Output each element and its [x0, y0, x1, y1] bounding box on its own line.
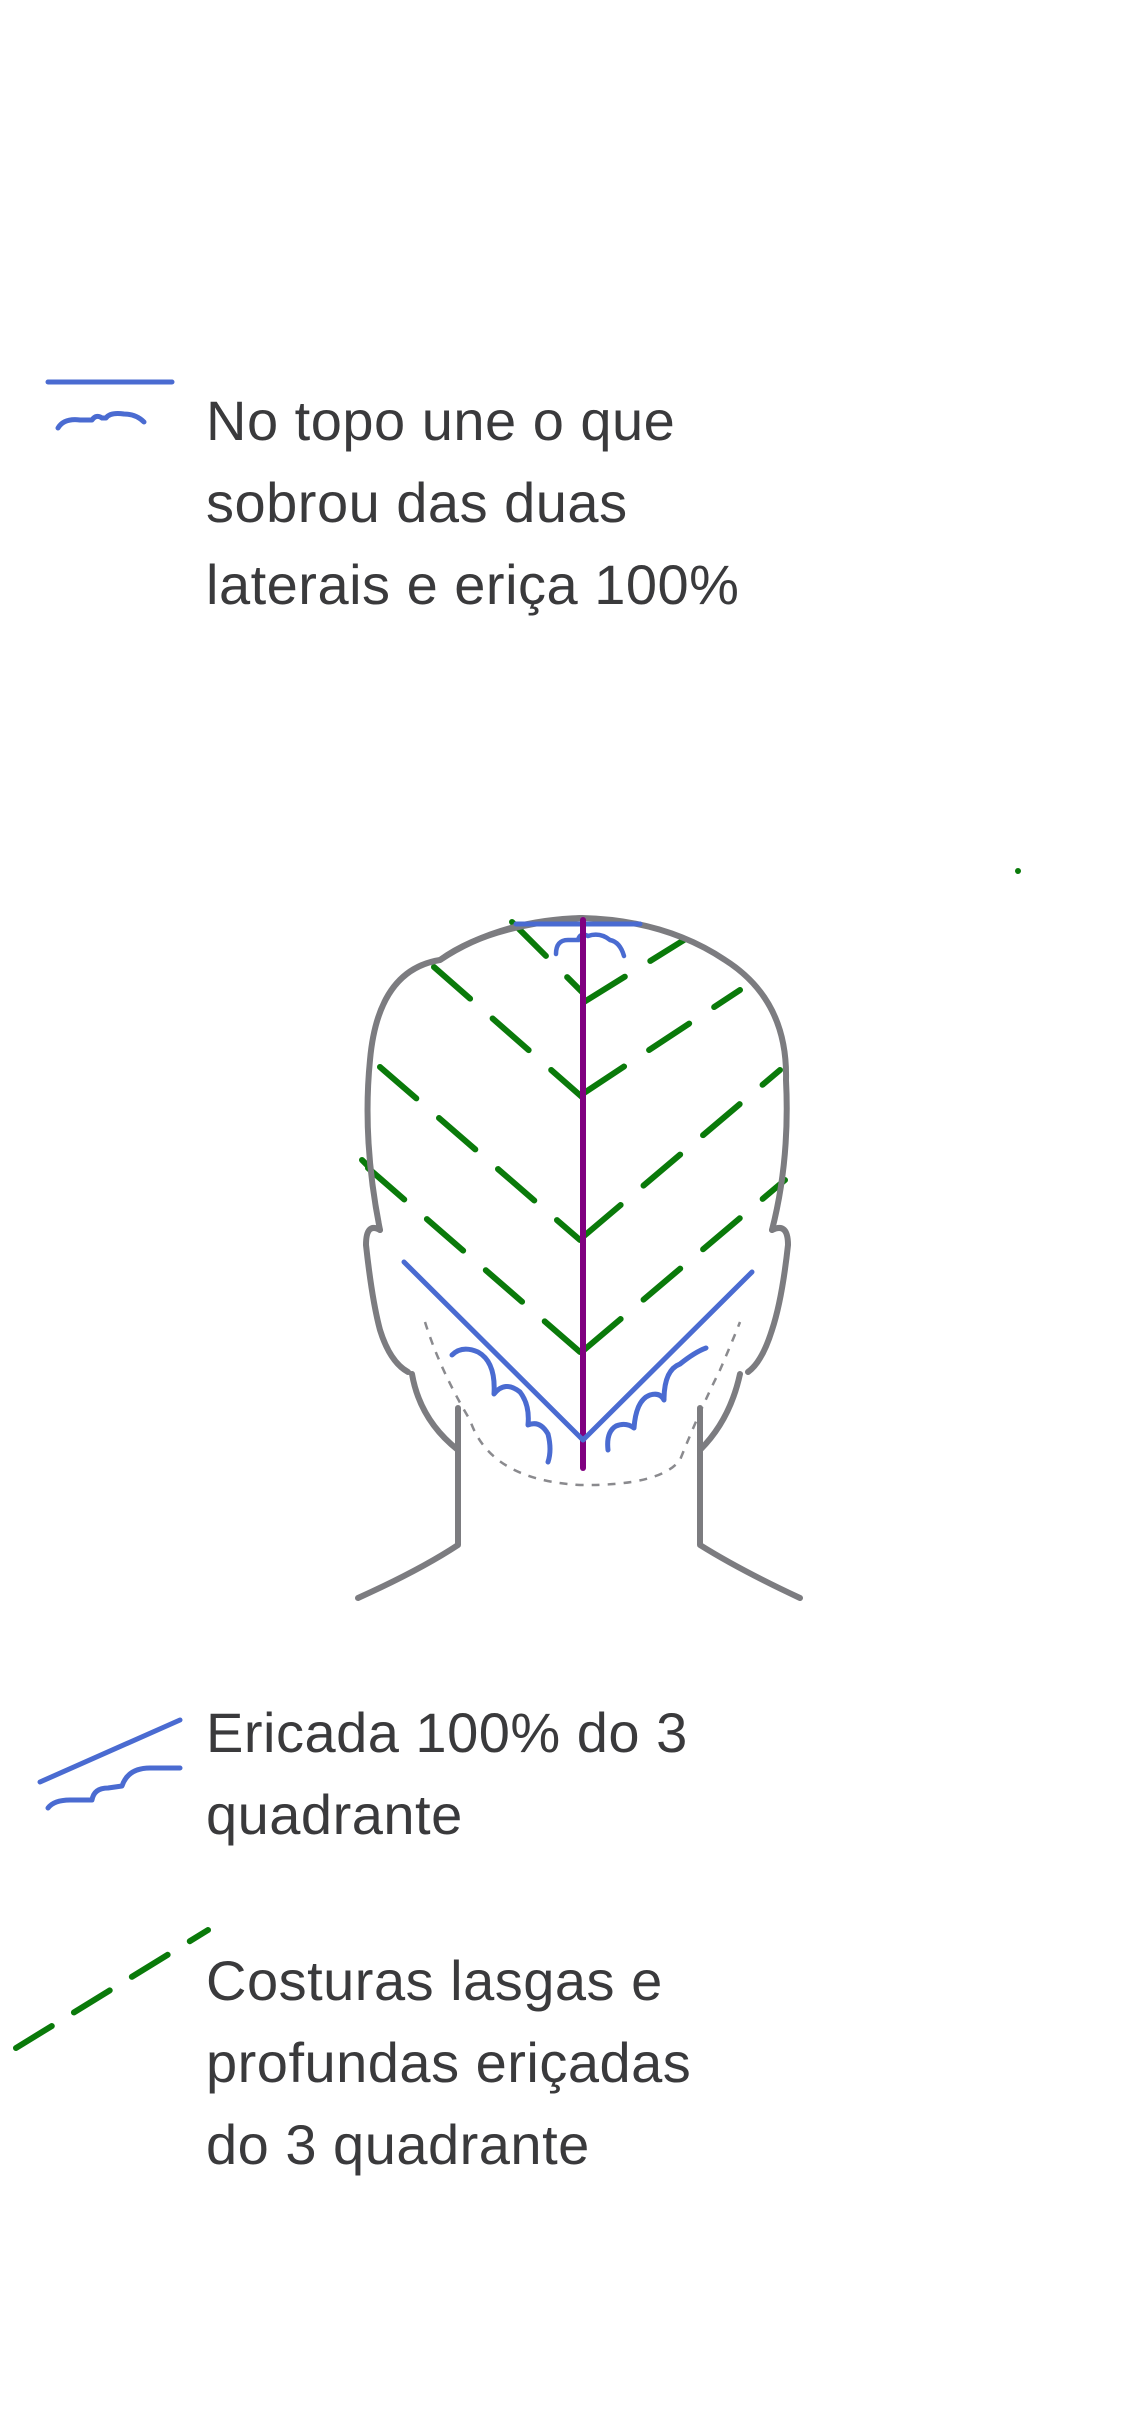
- teased-diagonal-stroke-icon: [37, 1717, 183, 1811]
- top-union-teasing: [553, 932, 627, 959]
- nape-guide-line: [423, 1321, 742, 1487]
- head-outline: [355, 915, 803, 1601]
- stray-dot: [1015, 868, 1021, 874]
- teased-diagonals: [401, 1259, 755, 1465]
- legend-bottom-label: Costuras lasgas e profundas eriçadas do …: [206, 1949, 692, 2176]
- seam-lines: [359, 919, 788, 1355]
- head-back-view-diagram: [355, 868, 1021, 1601]
- legend-top-label: No topo une o que sobrou das duas latera…: [206, 389, 740, 616]
- legend-middle-label: Ericada 100% do 3 quadrante: [206, 1701, 688, 1846]
- top-union-stroke-icon: [45, 379, 175, 431]
- dashed-diagonal-line-icon: [13, 1927, 211, 2051]
